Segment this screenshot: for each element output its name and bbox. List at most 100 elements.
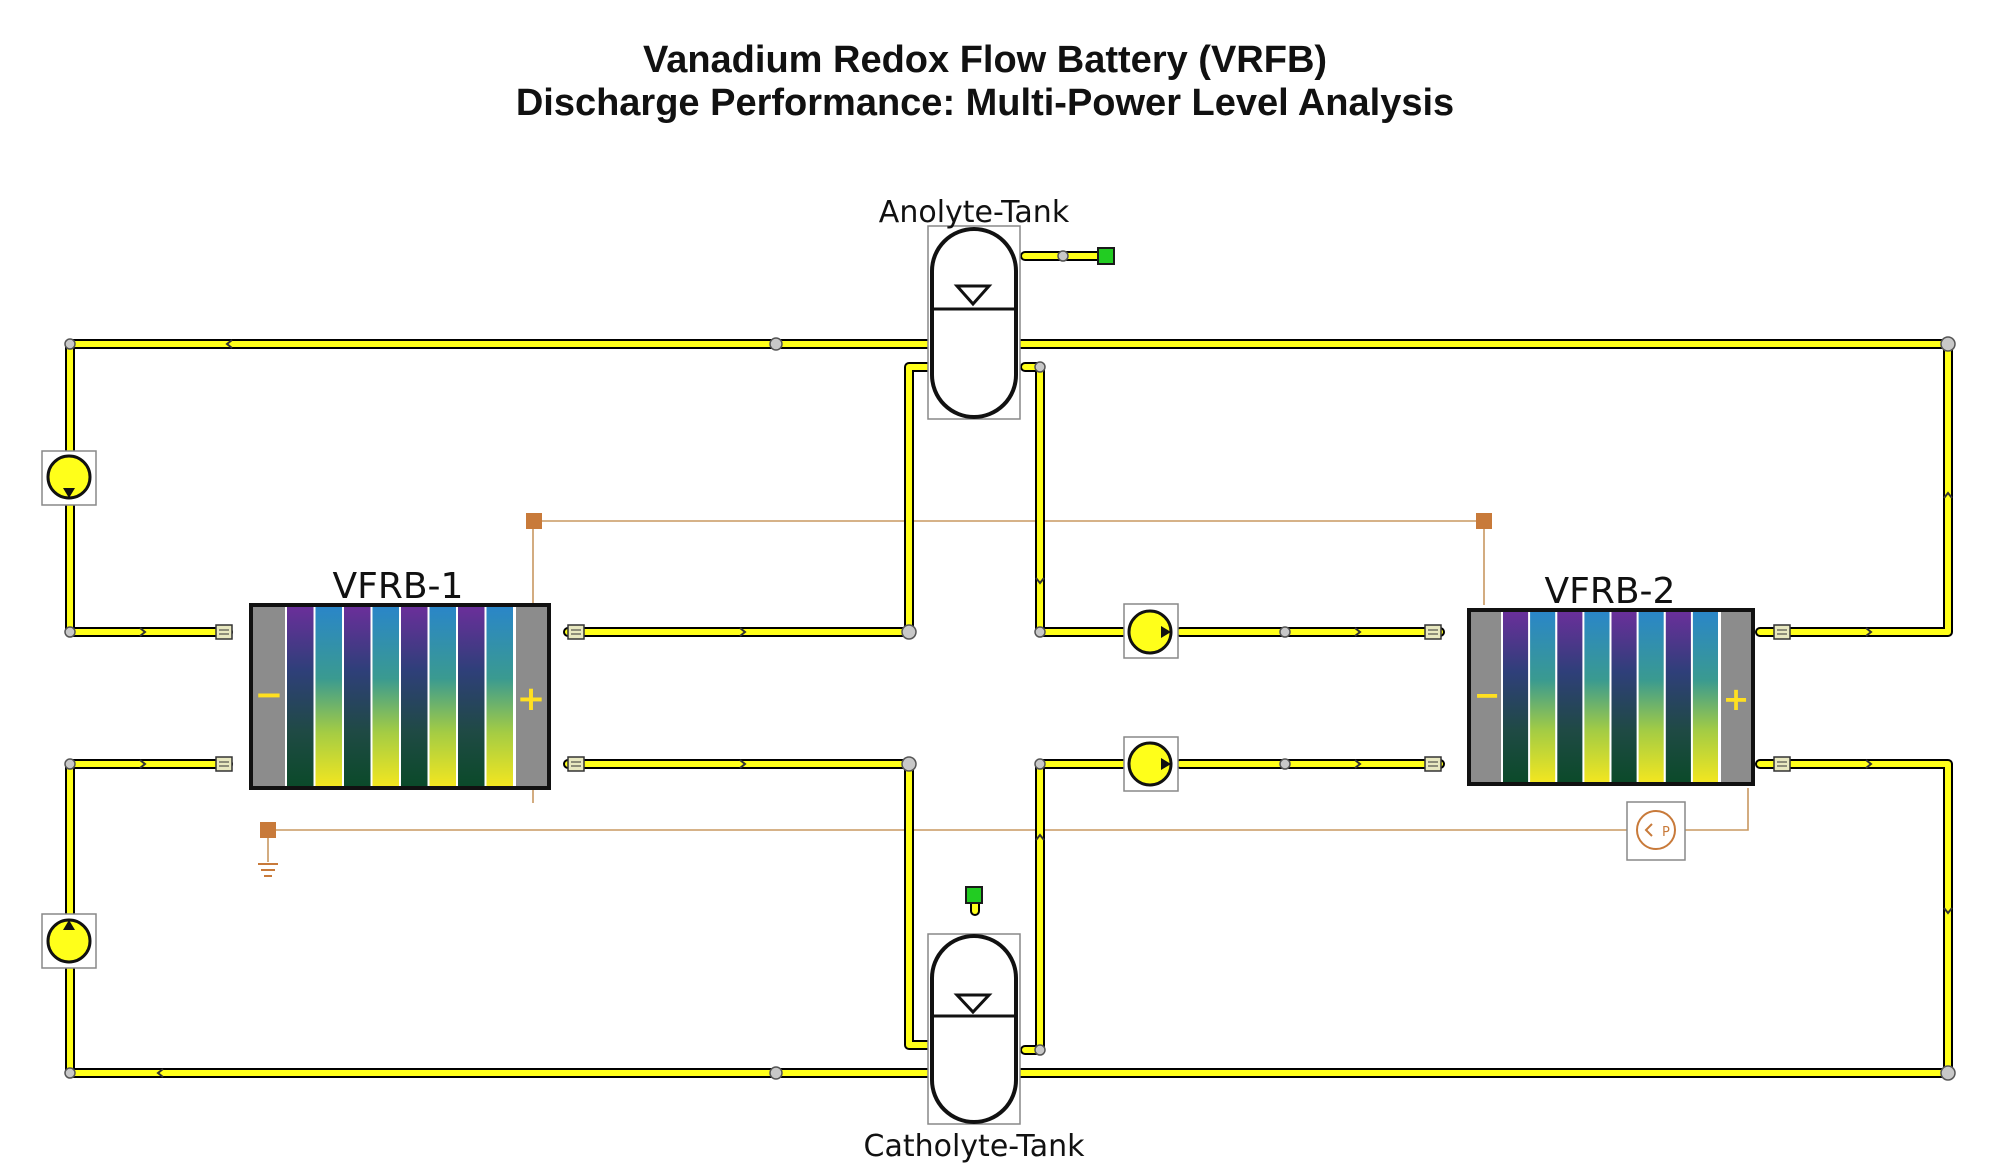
cell-strip: [1611, 612, 1637, 782]
port-connector[interactable]: [215, 624, 233, 640]
cell-strip: [458, 607, 485, 786]
diagram-title: Vanadium Redox Flow Battery (VRFB) Disch…: [516, 39, 1454, 124]
minus-symbol: −: [1474, 676, 1501, 714]
flow-arrow: [1354, 627, 1362, 637]
anolyte-tank[interactable]: Anolyte-Tank: [879, 195, 1070, 420]
reservoir-port-anolyte[interactable]: [1097, 247, 1115, 265]
pipe-node[interactable]: [1057, 250, 1069, 262]
negative-electrode: [1471, 612, 1501, 782]
pipe-node[interactable]: [901, 624, 917, 640]
anolyte-tank-label: Anolyte-Tank: [879, 195, 1070, 230]
cell-strip: [1584, 612, 1610, 782]
reservoir-port-catholyte[interactable]: [965, 886, 983, 904]
flow-arrow: [1354, 759, 1362, 769]
pipe-node[interactable]: [1034, 361, 1046, 373]
flow-arrow: [739, 627, 747, 637]
signal-port-stack1-top[interactable]: [526, 513, 542, 529]
pipe-node[interactable]: [64, 758, 76, 770]
port-connector[interactable]: [567, 624, 585, 640]
cell-strips: [1503, 612, 1718, 782]
port-connector[interactable]: [1773, 756, 1791, 772]
signal-lines: [260, 513, 1749, 862]
cell-strip: [1692, 612, 1718, 782]
cell-strip: [287, 607, 314, 786]
cell-strip: [344, 607, 371, 786]
cell-strip: [1638, 612, 1664, 782]
pipe-node[interactable]: [1940, 336, 1956, 352]
pipe-node[interactable]: [1279, 626, 1291, 638]
pump-left-bottom[interactable]: [41, 913, 97, 969]
flow-arrow: [1865, 759, 1873, 769]
cell-strip: [372, 607, 399, 786]
cell-strip: [1557, 612, 1583, 782]
catholyte-tank[interactable]: Catholyte-Tank: [864, 933, 1086, 1164]
pipe-node[interactable]: [64, 338, 76, 350]
pipe-node[interactable]: [1034, 758, 1046, 770]
stack-1-label: VFRB-1: [333, 566, 464, 607]
catholyte-tank-label: Catholyte-Tank: [864, 1129, 1086, 1164]
signal-line-top: [532, 520, 1485, 605]
title-line-1: Vanadium Redox Flow Battery (VRFB): [643, 39, 1327, 81]
pipe-node[interactable]: [1034, 626, 1046, 638]
port-connector[interactable]: [567, 756, 585, 772]
tank-icon: [930, 227, 1018, 419]
negative-electrode: [253, 607, 285, 786]
pipe-node[interactable]: [1279, 758, 1291, 770]
title-line-2: Discharge Performance: Multi-Power Level…: [516, 82, 1454, 124]
port-connector[interactable]: [215, 756, 233, 772]
pipe-node[interactable]: [64, 626, 76, 638]
signal-port-stack2-top[interactable]: [1476, 513, 1492, 529]
port-connector[interactable]: [1424, 624, 1442, 640]
pipe-node[interactable]: [64, 1067, 76, 1079]
cell-strip: [1665, 612, 1691, 782]
pipe-node[interactable]: [1034, 1044, 1046, 1056]
flow-arrow: [139, 759, 147, 769]
stack-vfrb-2[interactable]: − + VFRB-2: [1467, 571, 1755, 786]
plus-symbol: +: [517, 679, 546, 719]
cell-strip: [486, 607, 513, 786]
flow-arrow: [156, 1068, 164, 1078]
pump-right-top[interactable]: [1123, 603, 1179, 659]
power-sensor[interactable]: P: [1626, 801, 1686, 861]
cell-strip: [1530, 612, 1556, 782]
pipe-node[interactable]: [769, 1066, 783, 1080]
cell-strip: [401, 607, 428, 786]
plus-symbol: +: [1723, 680, 1750, 718]
ground-icon: [258, 863, 278, 877]
minus-symbol: −: [255, 675, 284, 715]
port-connector[interactable]: [1773, 624, 1791, 640]
pipe-node[interactable]: [901, 756, 917, 772]
cell-strip: [315, 607, 342, 786]
pipe-nodes: [64, 250, 1956, 1081]
pump-left-top[interactable]: [41, 450, 97, 506]
port-connectors: [215, 624, 1791, 772]
flow-arrow: [739, 759, 747, 769]
flow-arrow: [1943, 907, 1953, 915]
flow-direction-marks: [139, 339, 1953, 1078]
power-sensor-icon: [1636, 810, 1676, 850]
pump-right-bottom[interactable]: [1123, 736, 1179, 792]
level-indicator-icon: [953, 284, 993, 307]
pipe-node[interactable]: [769, 337, 783, 351]
positive-electrode: [1721, 612, 1751, 782]
level-indicator-icon: [953, 993, 993, 1015]
stack-2-label: VFRB-2: [1545, 571, 1676, 612]
flow-arrow: [1035, 833, 1045, 841]
reservoir-ports: [965, 247, 1115, 904]
flow-arrow: [1865, 627, 1873, 637]
signal-port-ground[interactable]: [260, 822, 276, 838]
cell-strips: [287, 607, 513, 786]
flow-arrow: [225, 339, 233, 349]
flow-arrow: [1035, 577, 1045, 585]
pipe-node[interactable]: [1940, 1065, 1956, 1081]
positive-electrode: [516, 607, 547, 786]
stack-vfrb-1[interactable]: − + VFRB-1: [249, 566, 551, 790]
flow-arrow: [139, 627, 147, 637]
sensor-letter: P: [1662, 825, 1670, 840]
flow-arrow: [1943, 491, 1953, 499]
tank-icon: [930, 934, 1018, 1124]
signal-line-bottom: [268, 788, 1749, 831]
cell-strip: [1503, 612, 1529, 782]
port-connector[interactable]: [1424, 756, 1442, 772]
